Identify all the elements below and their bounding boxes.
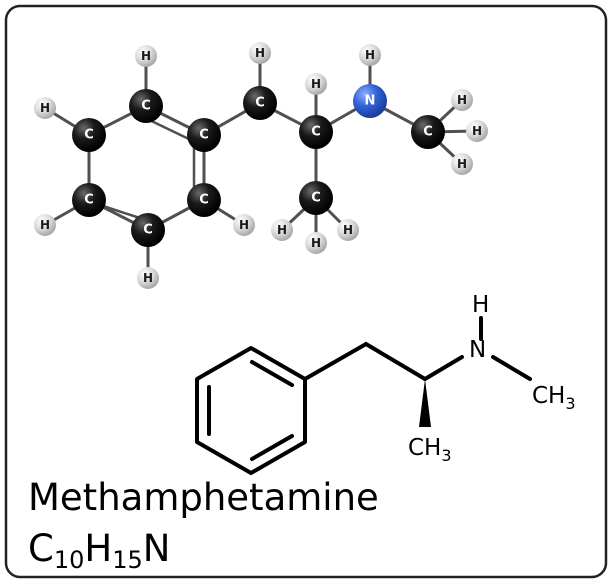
svg-text:H: H <box>365 48 375 62</box>
carbon-atom: C <box>299 115 333 149</box>
hydrogen-atom: H <box>233 214 255 236</box>
carbon-atom: C <box>187 183 221 217</box>
hydrogen-atom: H <box>137 267 159 289</box>
hydrogen-atom: H <box>249 42 271 64</box>
hydrogen-atom: H <box>359 44 381 66</box>
svg-text:C: C <box>84 193 94 208</box>
svg-text:H: H <box>143 271 153 285</box>
svg-text:H: H <box>311 77 321 91</box>
molecular-formula: C10H15N <box>28 527 170 574</box>
svg-text:H: H <box>343 223 353 237</box>
svg-text:C: C <box>143 223 153 238</box>
formula-element-h: H <box>84 527 112 570</box>
ball-and-stick-model: H H H H H H H H H H H H H H C C C C C C … <box>34 42 488 289</box>
svg-text:H: H <box>311 236 321 250</box>
hydrogen-atoms: H H H H H H H H H H H H H H <box>34 42 488 289</box>
hydrogen-atom: H <box>451 153 473 175</box>
methyl-2-label: CH3 <box>408 435 452 465</box>
carbon-atom: C <box>299 181 333 215</box>
svg-text:C: C <box>84 128 94 143</box>
hydrogen-atom: H <box>451 89 473 111</box>
hydrogen-atom: H <box>466 120 488 142</box>
svg-text:C: C <box>199 193 209 208</box>
svg-text:H: H <box>40 101 50 115</box>
carbon-atoms: C C C C C C C C C C <box>72 86 445 247</box>
svg-text:H: H <box>472 124 482 138</box>
nitrogen-atom: N <box>353 84 387 118</box>
hydrogen-atom: H <box>135 45 157 67</box>
hydrogen-atom: H <box>271 219 293 241</box>
formula-element-n: N <box>143 527 171 570</box>
carbon-atom: C <box>72 183 106 217</box>
carbon-atom: C <box>187 118 221 152</box>
hydrogen-atom: H <box>337 219 359 241</box>
wedge-bond <box>419 379 431 427</box>
skeletal-formula: H N CH3 CH3 <box>195 292 576 475</box>
skeletal-bonds <box>195 316 532 475</box>
hydrogen-atom: H <box>34 97 56 119</box>
carbon-atom: C <box>131 213 165 247</box>
carbon-atom: C <box>129 89 163 123</box>
nh-nitrogen-label: N <box>469 337 486 363</box>
svg-text:C: C <box>423 125 433 140</box>
nh-hydrogen-label: H <box>472 292 489 318</box>
svg-text:H: H <box>239 218 249 232</box>
formula-count-c: 10 <box>54 546 85 574</box>
svg-text:C: C <box>311 125 321 140</box>
svg-text:C: C <box>255 96 265 111</box>
compound-name: Methamphetamine <box>28 476 379 519</box>
hydrogen-atom: H <box>305 232 327 254</box>
svg-text:H: H <box>457 93 467 107</box>
svg-text:N: N <box>365 94 376 109</box>
methyl-label: CH3 <box>532 383 576 413</box>
svg-text:H: H <box>457 157 467 171</box>
formula-element-c: C <box>28 527 54 570</box>
hydrogen-atom: H <box>305 73 327 95</box>
carbon-atom: C <box>411 115 445 149</box>
card-border <box>4 4 608 579</box>
svg-text:C: C <box>199 128 209 143</box>
svg-text:H: H <box>40 218 50 232</box>
hydrogen-atom: H <box>34 214 56 236</box>
svg-text:C: C <box>311 191 321 206</box>
svg-text:H: H <box>141 49 151 63</box>
carbon-atom: C <box>243 86 277 120</box>
svg-text:H: H <box>277 223 287 237</box>
carbon-atom: C <box>72 118 106 152</box>
formula-count-h: 15 <box>112 546 143 574</box>
svg-text:C: C <box>141 99 151 114</box>
svg-text:H: H <box>255 46 265 60</box>
